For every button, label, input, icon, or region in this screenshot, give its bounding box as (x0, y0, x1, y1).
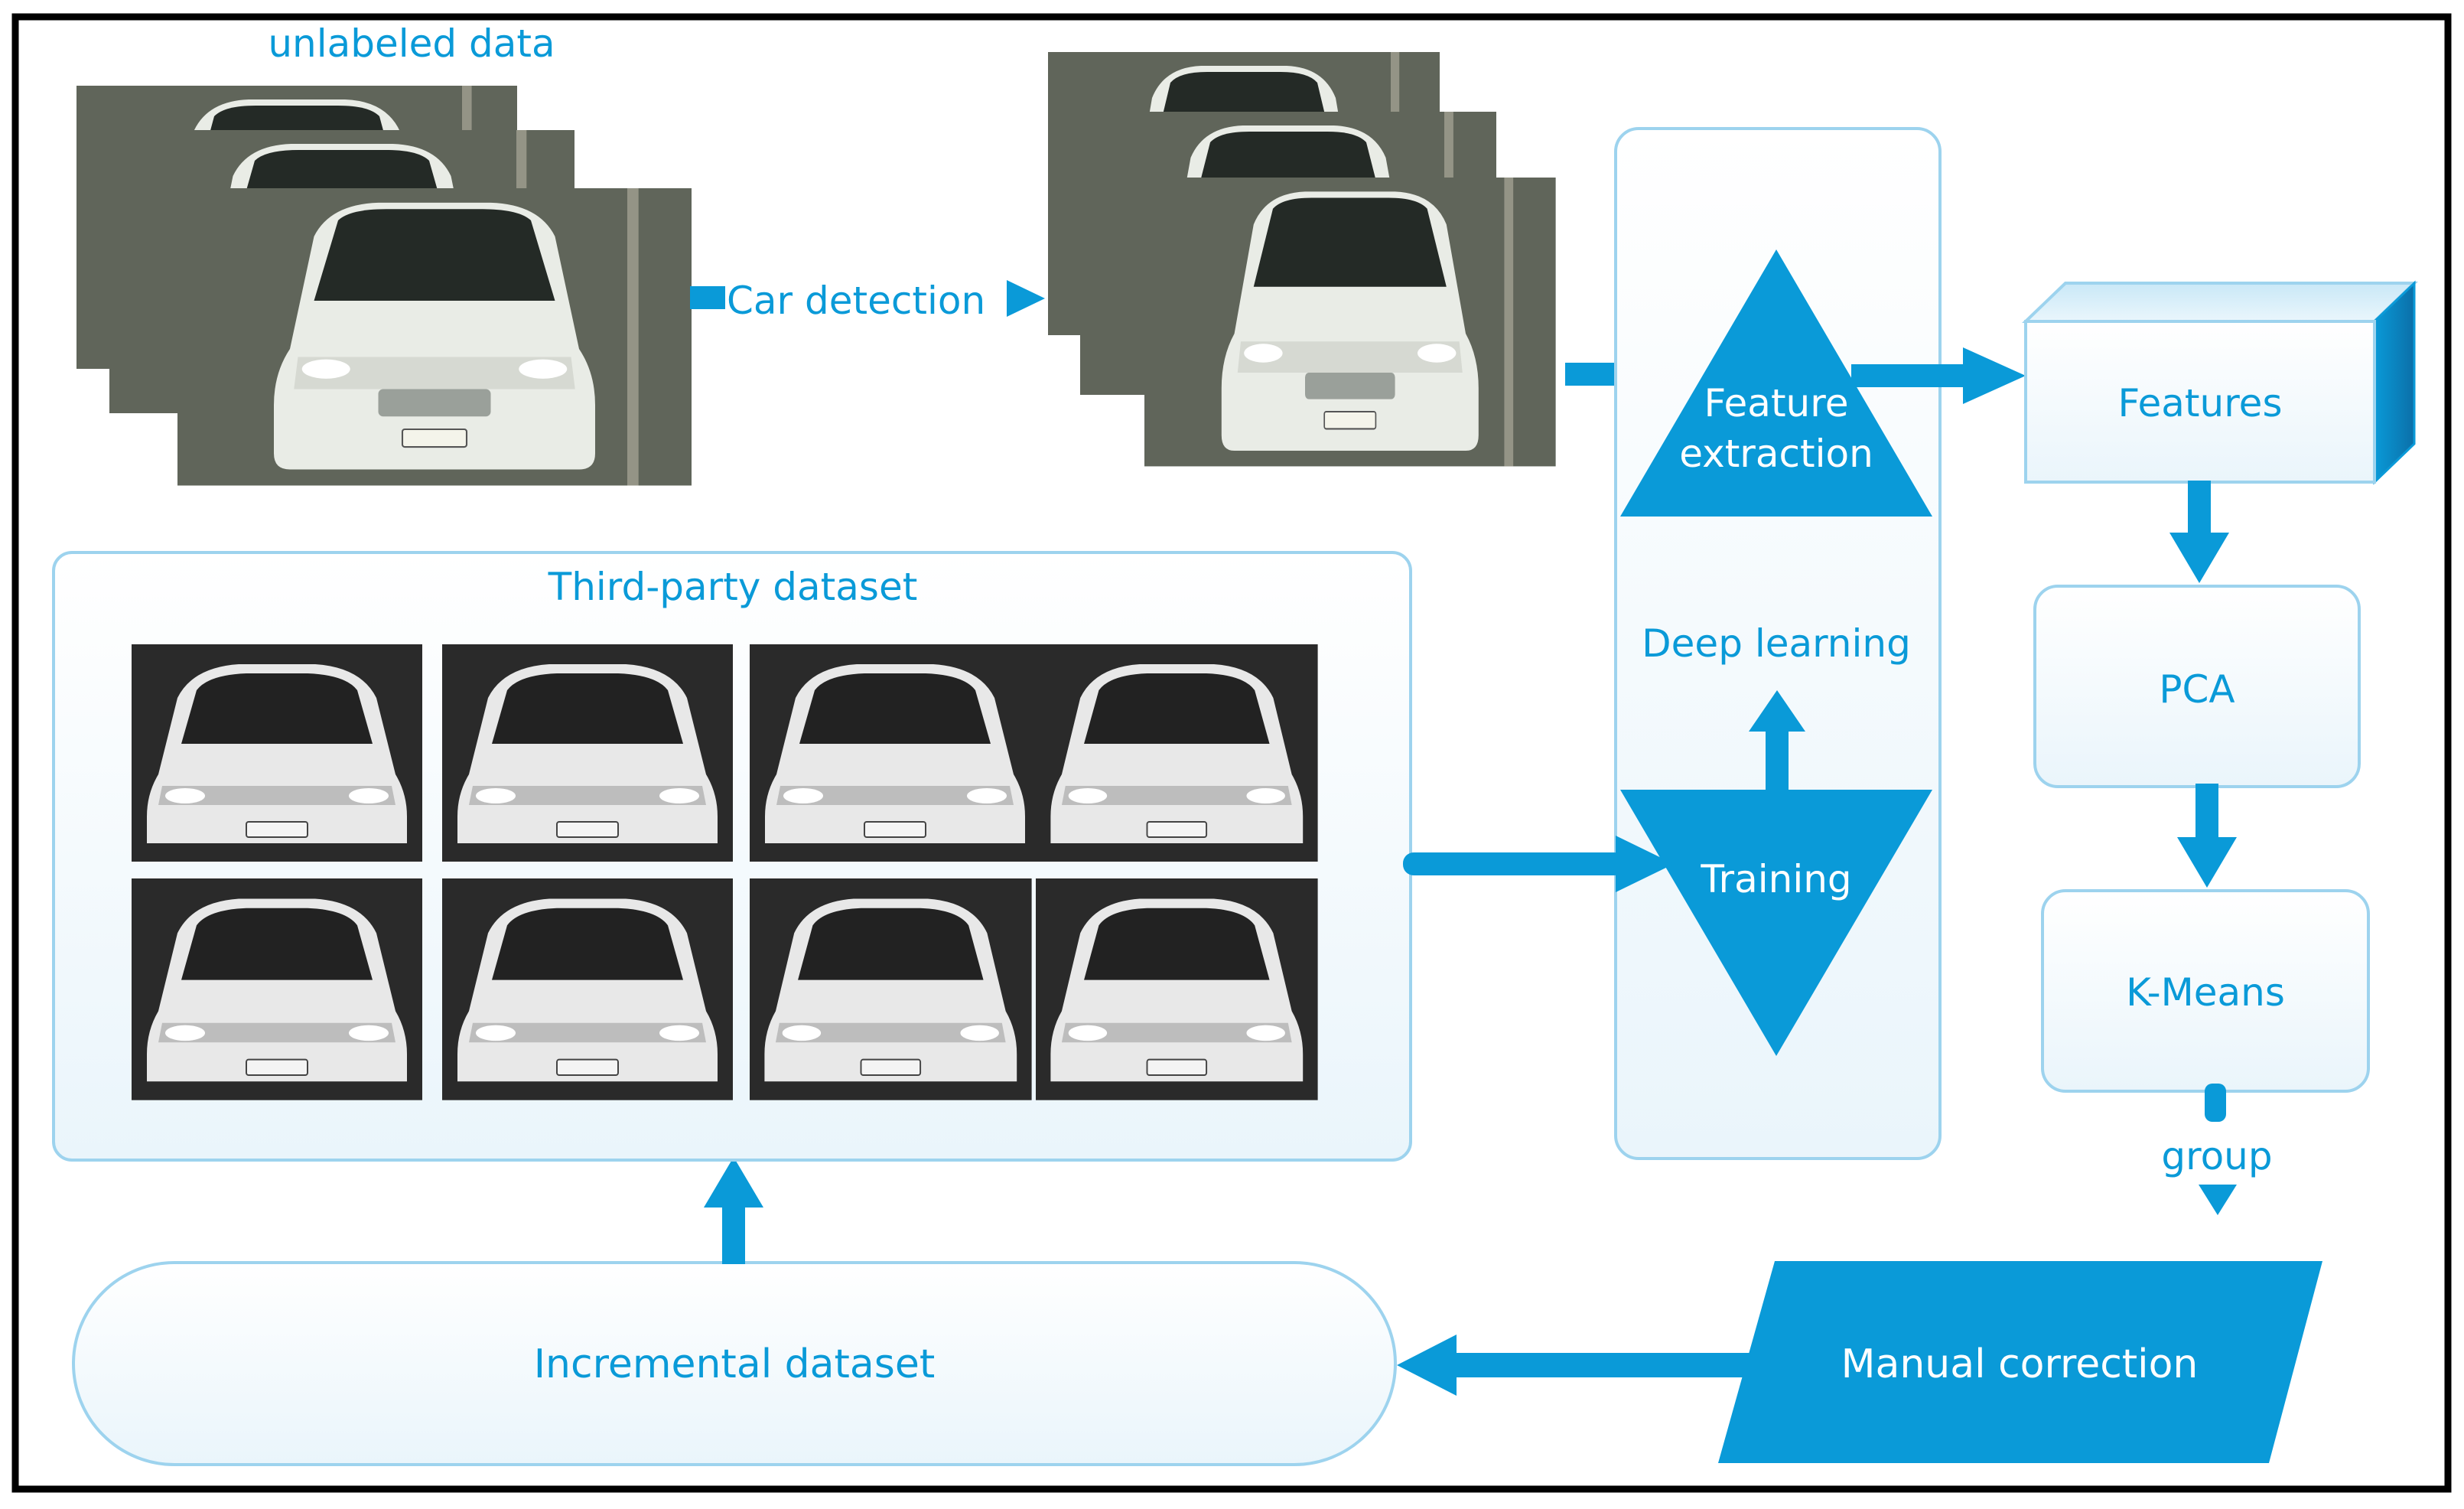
kmeans-label: K-Means (2126, 970, 2285, 1015)
car-photo (1035, 644, 1319, 862)
arrow-body (722, 1201, 745, 1264)
detected-photo-stack (1047, 51, 1557, 468)
arrow-down-icon (2169, 533, 2229, 583)
features-box (2022, 280, 2418, 485)
car-photo (748, 877, 1033, 1101)
training-triangle (1620, 790, 1932, 1056)
car-photo (176, 187, 693, 487)
third-party-dataset-label: Third-party dataset (548, 565, 918, 609)
feature-extraction-label-2: extraction (1679, 432, 1873, 476)
feature-extraction-label-1: Feature (1704, 381, 1849, 425)
car-photo (131, 644, 423, 862)
arrow-body (2195, 784, 2218, 840)
arrow-right-icon (1616, 836, 1674, 892)
arrow-up-icon (704, 1157, 763, 1208)
car-photo (441, 877, 734, 1101)
arrow-body (1851, 364, 1966, 387)
car-photo (749, 644, 1041, 862)
arrow-up-icon (1749, 690, 1805, 732)
arrow-down-icon (2199, 1185, 2237, 1215)
arrow-right-icon (1007, 280, 1045, 317)
arrow-right-icon (1963, 347, 2026, 404)
car-photo (130, 877, 424, 1101)
car-photo (441, 644, 734, 862)
car-photo (1034, 877, 1319, 1101)
arrow-body (2188, 481, 2211, 536)
car-detection-label: Car detection (727, 279, 985, 323)
features-label: Features (2118, 381, 2283, 425)
unlabeled-photo-stack (76, 85, 693, 487)
feature-extraction-triangle (1620, 249, 1932, 517)
arrow-body (1403, 852, 1625, 875)
outer-frame (11, 13, 2452, 1493)
pca-label: PCA (2159, 667, 2235, 712)
training-label: Training (1700, 857, 1851, 901)
arrow-body (2205, 1084, 2226, 1122)
car-photo (1143, 176, 1557, 468)
deep-learning-label: Deep learning (1642, 621, 1911, 666)
arrow-left-icon (1397, 1335, 1457, 1396)
group-label: group (2161, 1134, 2272, 1178)
arrow-down-icon (2177, 837, 2237, 888)
unlabeled-data-label: unlabeled data (268, 21, 555, 66)
incremental-dataset-label: Incremental dataset (534, 1341, 936, 1387)
arrow-body (1452, 1353, 1750, 1377)
arrow-left-stub (690, 286, 725, 309)
manual-correction-label: Manual correction (1841, 1341, 2199, 1387)
manual-correction-box (1718, 1261, 2322, 1463)
arrow-body (1766, 727, 1789, 791)
